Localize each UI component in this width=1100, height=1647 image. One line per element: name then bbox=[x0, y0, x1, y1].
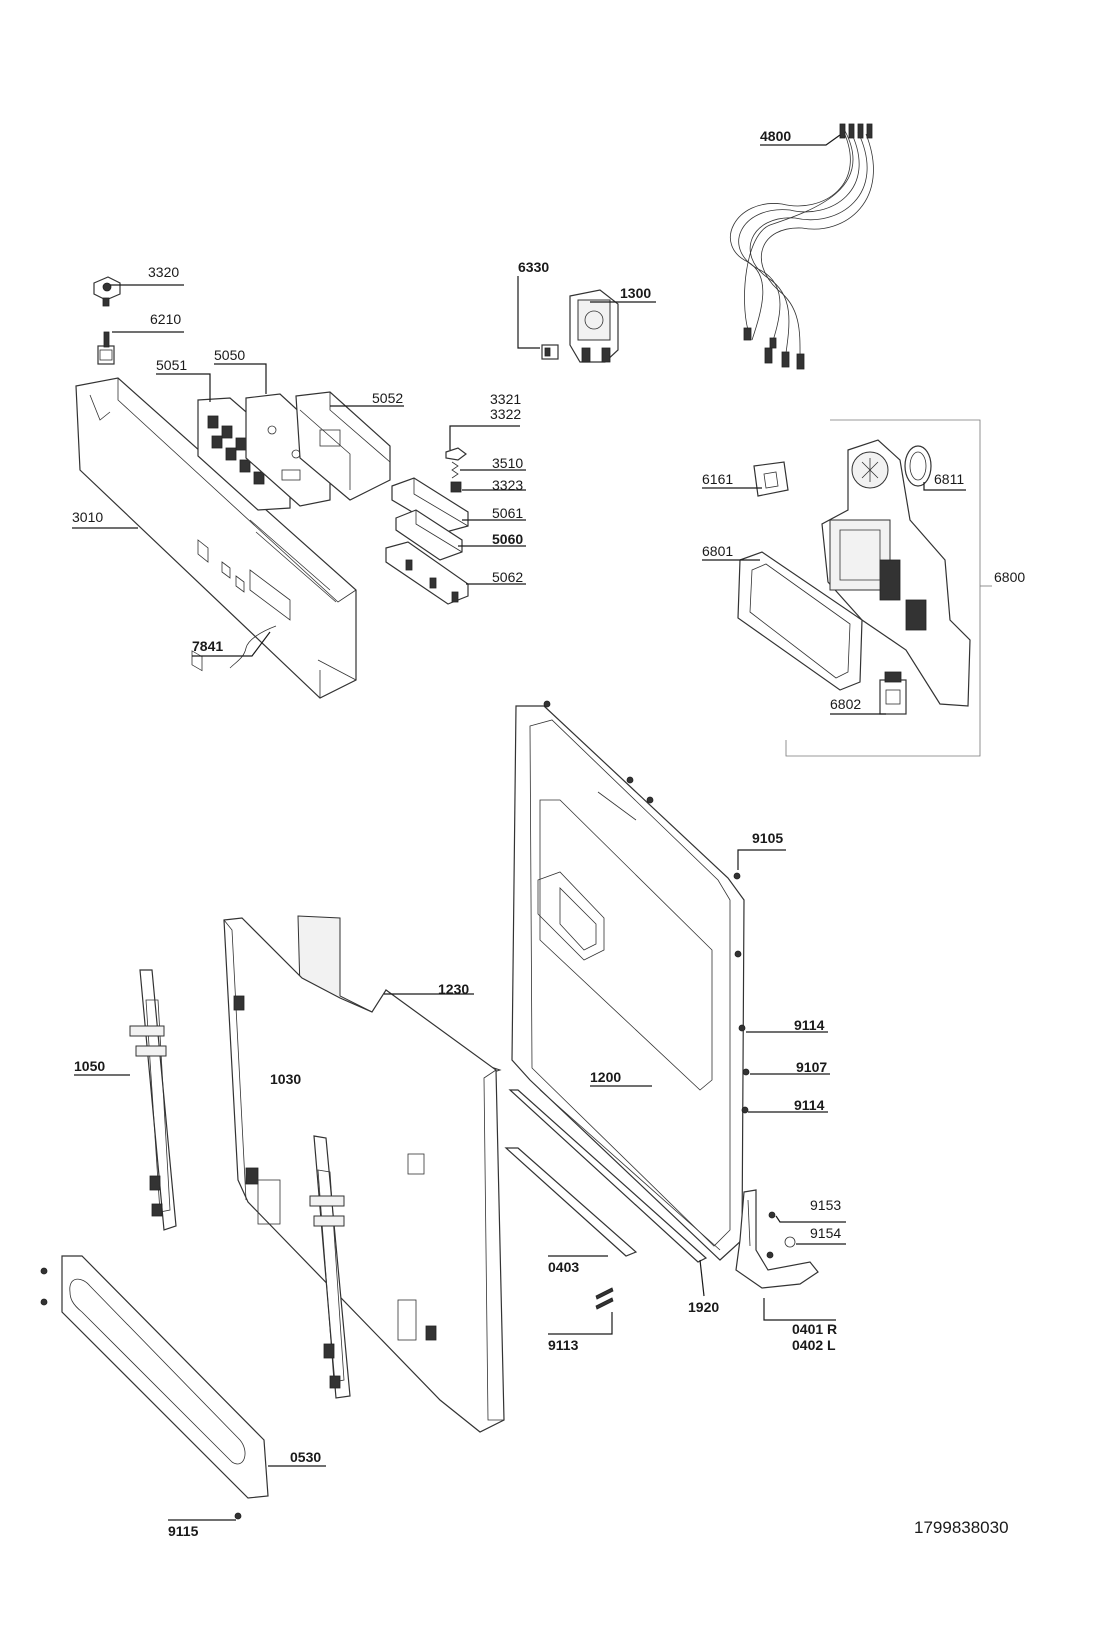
label-0530: 0530 bbox=[290, 1449, 321, 1465]
rail-inner bbox=[309, 1135, 351, 1399]
screws-9113 bbox=[595, 1287, 614, 1310]
label-1920: 1920 bbox=[688, 1299, 719, 1315]
label-3321: 3321 bbox=[490, 391, 521, 407]
label-9114-upper: 9114 bbox=[794, 1017, 825, 1033]
gasket-6801 bbox=[737, 551, 863, 691]
label-9115: 9115 bbox=[168, 1523, 199, 1539]
label-6802: 6802 bbox=[830, 696, 861, 712]
label-3010: 3010 bbox=[72, 509, 103, 525]
dispenser-body-6800 bbox=[821, 439, 971, 707]
label-5050: 5050 bbox=[214, 347, 245, 363]
screws-top bbox=[543, 700, 742, 958]
label-1230: 1230 bbox=[438, 981, 469, 997]
label-9105: 9105 bbox=[752, 830, 783, 846]
keypad-5051 bbox=[197, 397, 291, 511]
strip-0403 bbox=[504, 1147, 638, 1257]
document-number: 1799838030 bbox=[914, 1518, 1009, 1537]
wiring-harness-4800 bbox=[729, 123, 874, 370]
pump-housing-1300 bbox=[569, 289, 619, 363]
leader-lines bbox=[72, 134, 966, 1521]
board-5061 bbox=[391, 477, 469, 533]
label-6210: 6210 bbox=[150, 311, 181, 327]
label-5052: 5052 bbox=[372, 390, 403, 406]
label-5062: 5062 bbox=[492, 569, 523, 585]
board-5062 bbox=[385, 541, 469, 605]
dispenser-assembly-6800 bbox=[785, 419, 992, 757]
label-1300: 1300 bbox=[620, 285, 651, 301]
seal-6811 bbox=[904, 445, 932, 487]
label-3510: 3510 bbox=[492, 455, 523, 471]
knob-3320 bbox=[93, 276, 121, 307]
part-labels: 4800 6330 1300 3320 6210 5051 5050 5052 … bbox=[72, 128, 1025, 1539]
label-9107: 9107 bbox=[796, 1059, 827, 1075]
label-3320: 3320 bbox=[148, 264, 179, 280]
label-6330: 6330 bbox=[518, 259, 549, 275]
label-6800: 6800 bbox=[994, 569, 1025, 585]
strip-1920 bbox=[508, 1089, 708, 1263]
label-7841: 7841 bbox=[192, 638, 223, 654]
plinth-0530 bbox=[40, 1255, 269, 1520]
label-9114-lower: 9114 bbox=[794, 1097, 825, 1113]
board-housing-5052 bbox=[295, 391, 391, 501]
label-5061: 5061 bbox=[492, 505, 523, 521]
label-6801: 6801 bbox=[702, 543, 733, 559]
lid-6161 bbox=[753, 461, 789, 497]
label-5060: 5060 bbox=[492, 531, 523, 547]
rail-1050 bbox=[129, 969, 177, 1231]
label-3322: 3322 bbox=[490, 406, 521, 422]
label-0402-l: 0402 L bbox=[792, 1337, 836, 1353]
label-9153: 9153 bbox=[810, 1197, 841, 1213]
outer-door-1030 bbox=[223, 917, 505, 1433]
label-1030: 1030 bbox=[270, 1071, 301, 1087]
control-panel-3010 bbox=[75, 377, 357, 699]
hinge-0401-0402 bbox=[735, 1189, 819, 1289]
label-1050: 1050 bbox=[74, 1058, 105, 1074]
spring-3510 bbox=[451, 461, 459, 479]
label-0401-r: 0401 R bbox=[792, 1321, 837, 1337]
label-6161: 6161 bbox=[702, 471, 733, 487]
label-0403: 0403 bbox=[548, 1259, 579, 1275]
label-9154: 9154 bbox=[810, 1225, 841, 1241]
cable-7841 bbox=[229, 625, 277, 669]
screw-9105 bbox=[733, 872, 741, 880]
label-1200: 1200 bbox=[590, 1069, 621, 1085]
actuator-6802 bbox=[879, 671, 907, 715]
label-5051: 5051 bbox=[156, 357, 187, 373]
label-6811: 6811 bbox=[934, 471, 964, 487]
clip-3321-3322 bbox=[445, 447, 467, 461]
screws-9114-9107 bbox=[738, 1024, 750, 1114]
label-9113: 9113 bbox=[548, 1337, 579, 1353]
nut-3323 bbox=[450, 481, 462, 493]
clip-6330 bbox=[541, 344, 559, 360]
board-5060 bbox=[395, 509, 463, 561]
switch-6210 bbox=[97, 331, 115, 365]
label-3323: 3323 bbox=[492, 477, 523, 493]
label-4800: 4800 bbox=[760, 128, 791, 144]
